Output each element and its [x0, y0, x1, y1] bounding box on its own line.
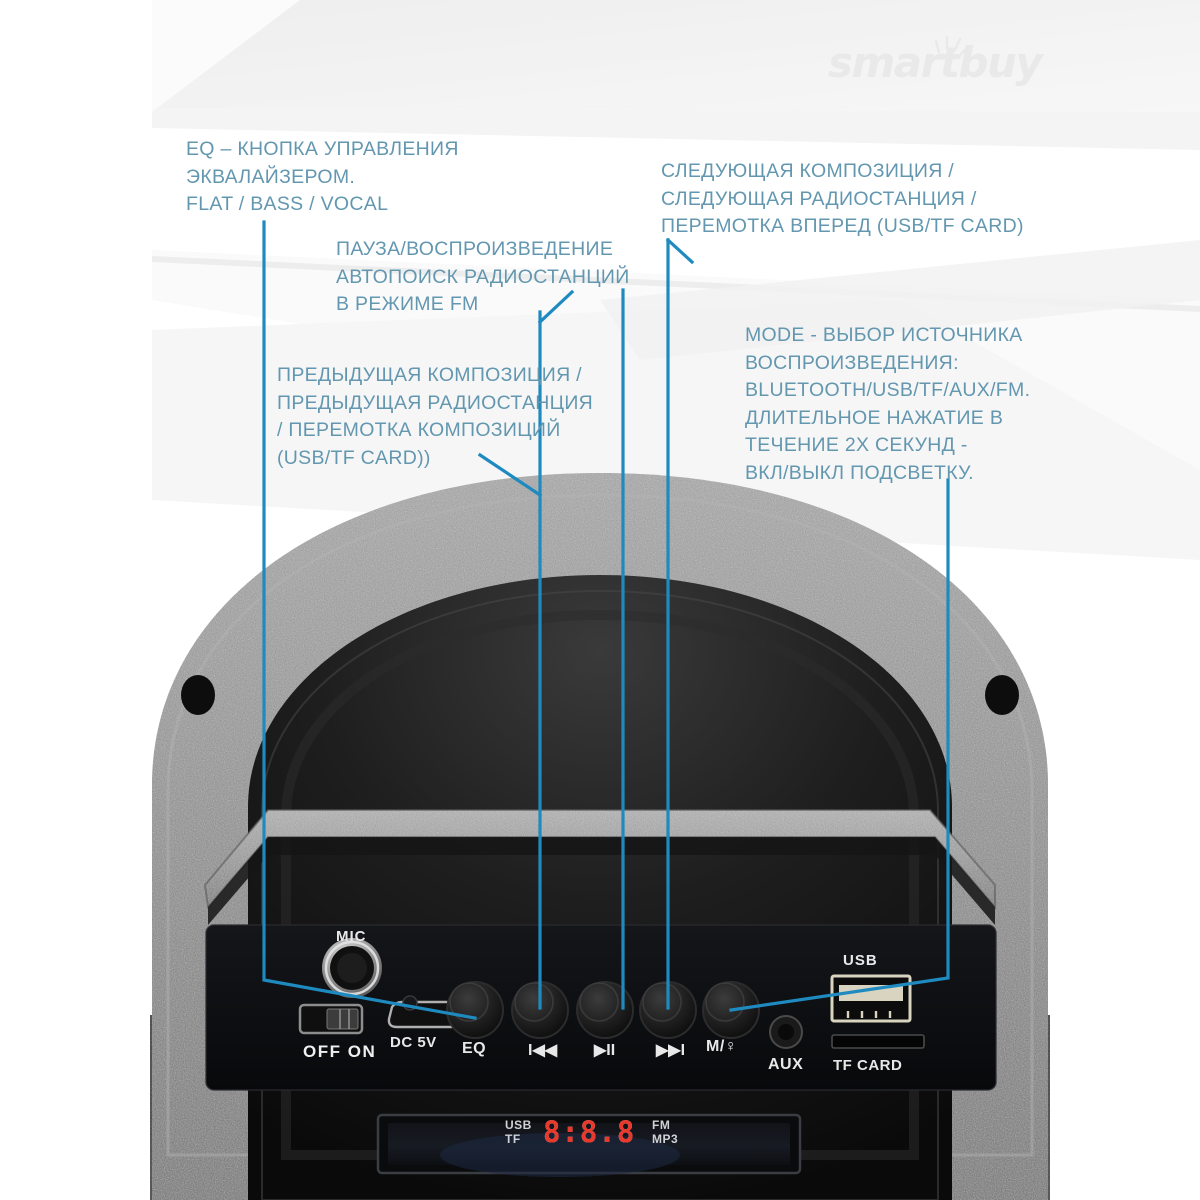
logo-rays-icon — [935, 36, 971, 56]
label-next: ▶▶I — [656, 1042, 686, 1059]
label-mode: M/♀ — [706, 1038, 738, 1055]
led-display-readout: USB TF 8:8.8 8:8.8 FM MP3 — [505, 1115, 705, 1160]
screw-hole-right — [985, 675, 1019, 715]
indicator-led-graphic — [402, 995, 418, 1011]
label-aux: AUX — [768, 1056, 804, 1073]
led-display-graphic — [376, 1113, 802, 1177]
screw-hole-left — [181, 675, 215, 715]
callout-play-text: ПАУЗА/ВОСПРОИЗВЕДЕНИЕ АВТОПОИСК РАДИОСТА… — [336, 238, 630, 315]
aux-jack-graphic — [769, 1015, 803, 1049]
label-off-on: OFF ON — [303, 1042, 377, 1061]
led-source-tf: TF — [505, 1132, 521, 1146]
brand-logo: smartbuy — [828, 34, 1043, 92]
callout-mode-text: MODE - ВЫБОР ИСТОЧНИКА ВОСПРОИЗВЕДЕНИЯ: … — [745, 324, 1031, 484]
callout-eq-text: EQ – КНОПКА УПРАВЛЕНИЯ ЭКВАЛАЙЗЕРОМ. FLA… — [186, 138, 459, 215]
label-play-pause: ▶II — [594, 1042, 616, 1059]
button-eq-graphic — [446, 981, 504, 1039]
led-mode-fm: FM — [652, 1118, 671, 1132]
callout-next-text: СЛЕДУЮЩАЯ КОМПОЗИЦИЯ / СЛЕДУЮЩАЯ РАДИОСТ… — [661, 160, 1024, 237]
tf-card-slot-graphic — [831, 1034, 925, 1049]
usb-port-graphic — [830, 974, 912, 1023]
button-mode-graphic — [702, 981, 760, 1039]
power-switch-graphic — [298, 1003, 364, 1035]
led-source-usb: USB — [505, 1118, 532, 1132]
led-digits-ghost: 8:8.8 — [543, 1115, 636, 1149]
label-usb: USB — [843, 952, 878, 969]
label-tf-card: TF CARD — [833, 1057, 903, 1074]
label-mic: MIC — [336, 928, 367, 945]
led-mode-mp3: MP3 — [652, 1132, 679, 1146]
label-prev: I◀◀ — [528, 1042, 558, 1059]
brand-logo-text: smartbuy — [828, 38, 1043, 87]
button-prev-graphic — [511, 981, 569, 1039]
speaker-product-photo — [150, 473, 1050, 1200]
button-play-pause-graphic — [576, 981, 634, 1039]
led-digits: 8:8.8 — [543, 1115, 636, 1149]
mic-jack-graphic — [322, 938, 382, 998]
label-eq: EQ — [462, 1040, 487, 1057]
callout-prev-text: ПРЕДЫДУЩАЯ КОМПОЗИЦИЯ / ПРЕДЫДУЩАЯ РАДИО… — [277, 364, 594, 469]
button-next-graphic — [639, 981, 697, 1039]
label-dc5v: DC 5V — [390, 1034, 437, 1051]
